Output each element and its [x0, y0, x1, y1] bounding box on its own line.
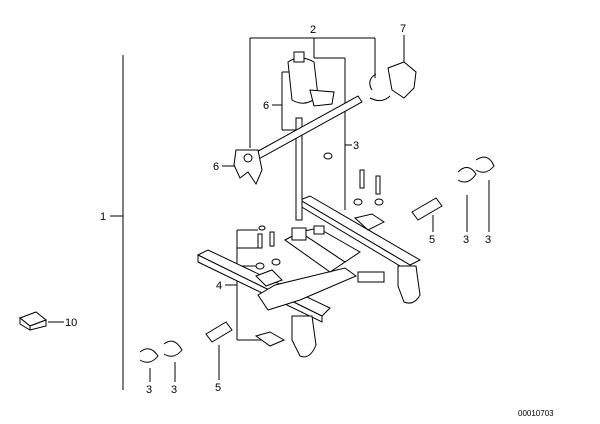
- upper-arm: [233, 51, 363, 186]
- part-7-holder: [369, 61, 417, 102]
- callout-3-bottom-mid: 3: [171, 384, 177, 396]
- callout-5-right: 5: [429, 234, 435, 246]
- callout-3-bottom-left: 3: [146, 384, 152, 396]
- callout-labels: 1 2 7 6 3 6 4 10 3 3 5 5 3 3: [65, 23, 491, 396]
- leader-lines: [48, 35, 490, 390]
- callout-6-upper: 6: [263, 100, 269, 112]
- base-frame: [196, 117, 422, 358]
- callout-7: 7: [400, 23, 406, 35]
- callout-1: 1: [100, 211, 106, 223]
- callout-4: 4: [216, 280, 222, 292]
- callout-6-lower: 6: [213, 161, 219, 173]
- callout-3-right-a: 3: [463, 234, 469, 246]
- callout-3-right-b: 3: [485, 234, 491, 246]
- callout-3-upper: 3: [353, 140, 359, 152]
- diagram-code: 00010703: [518, 409, 554, 418]
- part-10-pad: [19, 311, 47, 331]
- fasteners: [254, 152, 385, 347]
- callout-2: 2: [310, 24, 316, 36]
- clips: [139, 156, 495, 363]
- callout-10: 10: [65, 317, 77, 329]
- callout-5-bottom: 5: [215, 382, 221, 394]
- straps: [205, 197, 443, 343]
